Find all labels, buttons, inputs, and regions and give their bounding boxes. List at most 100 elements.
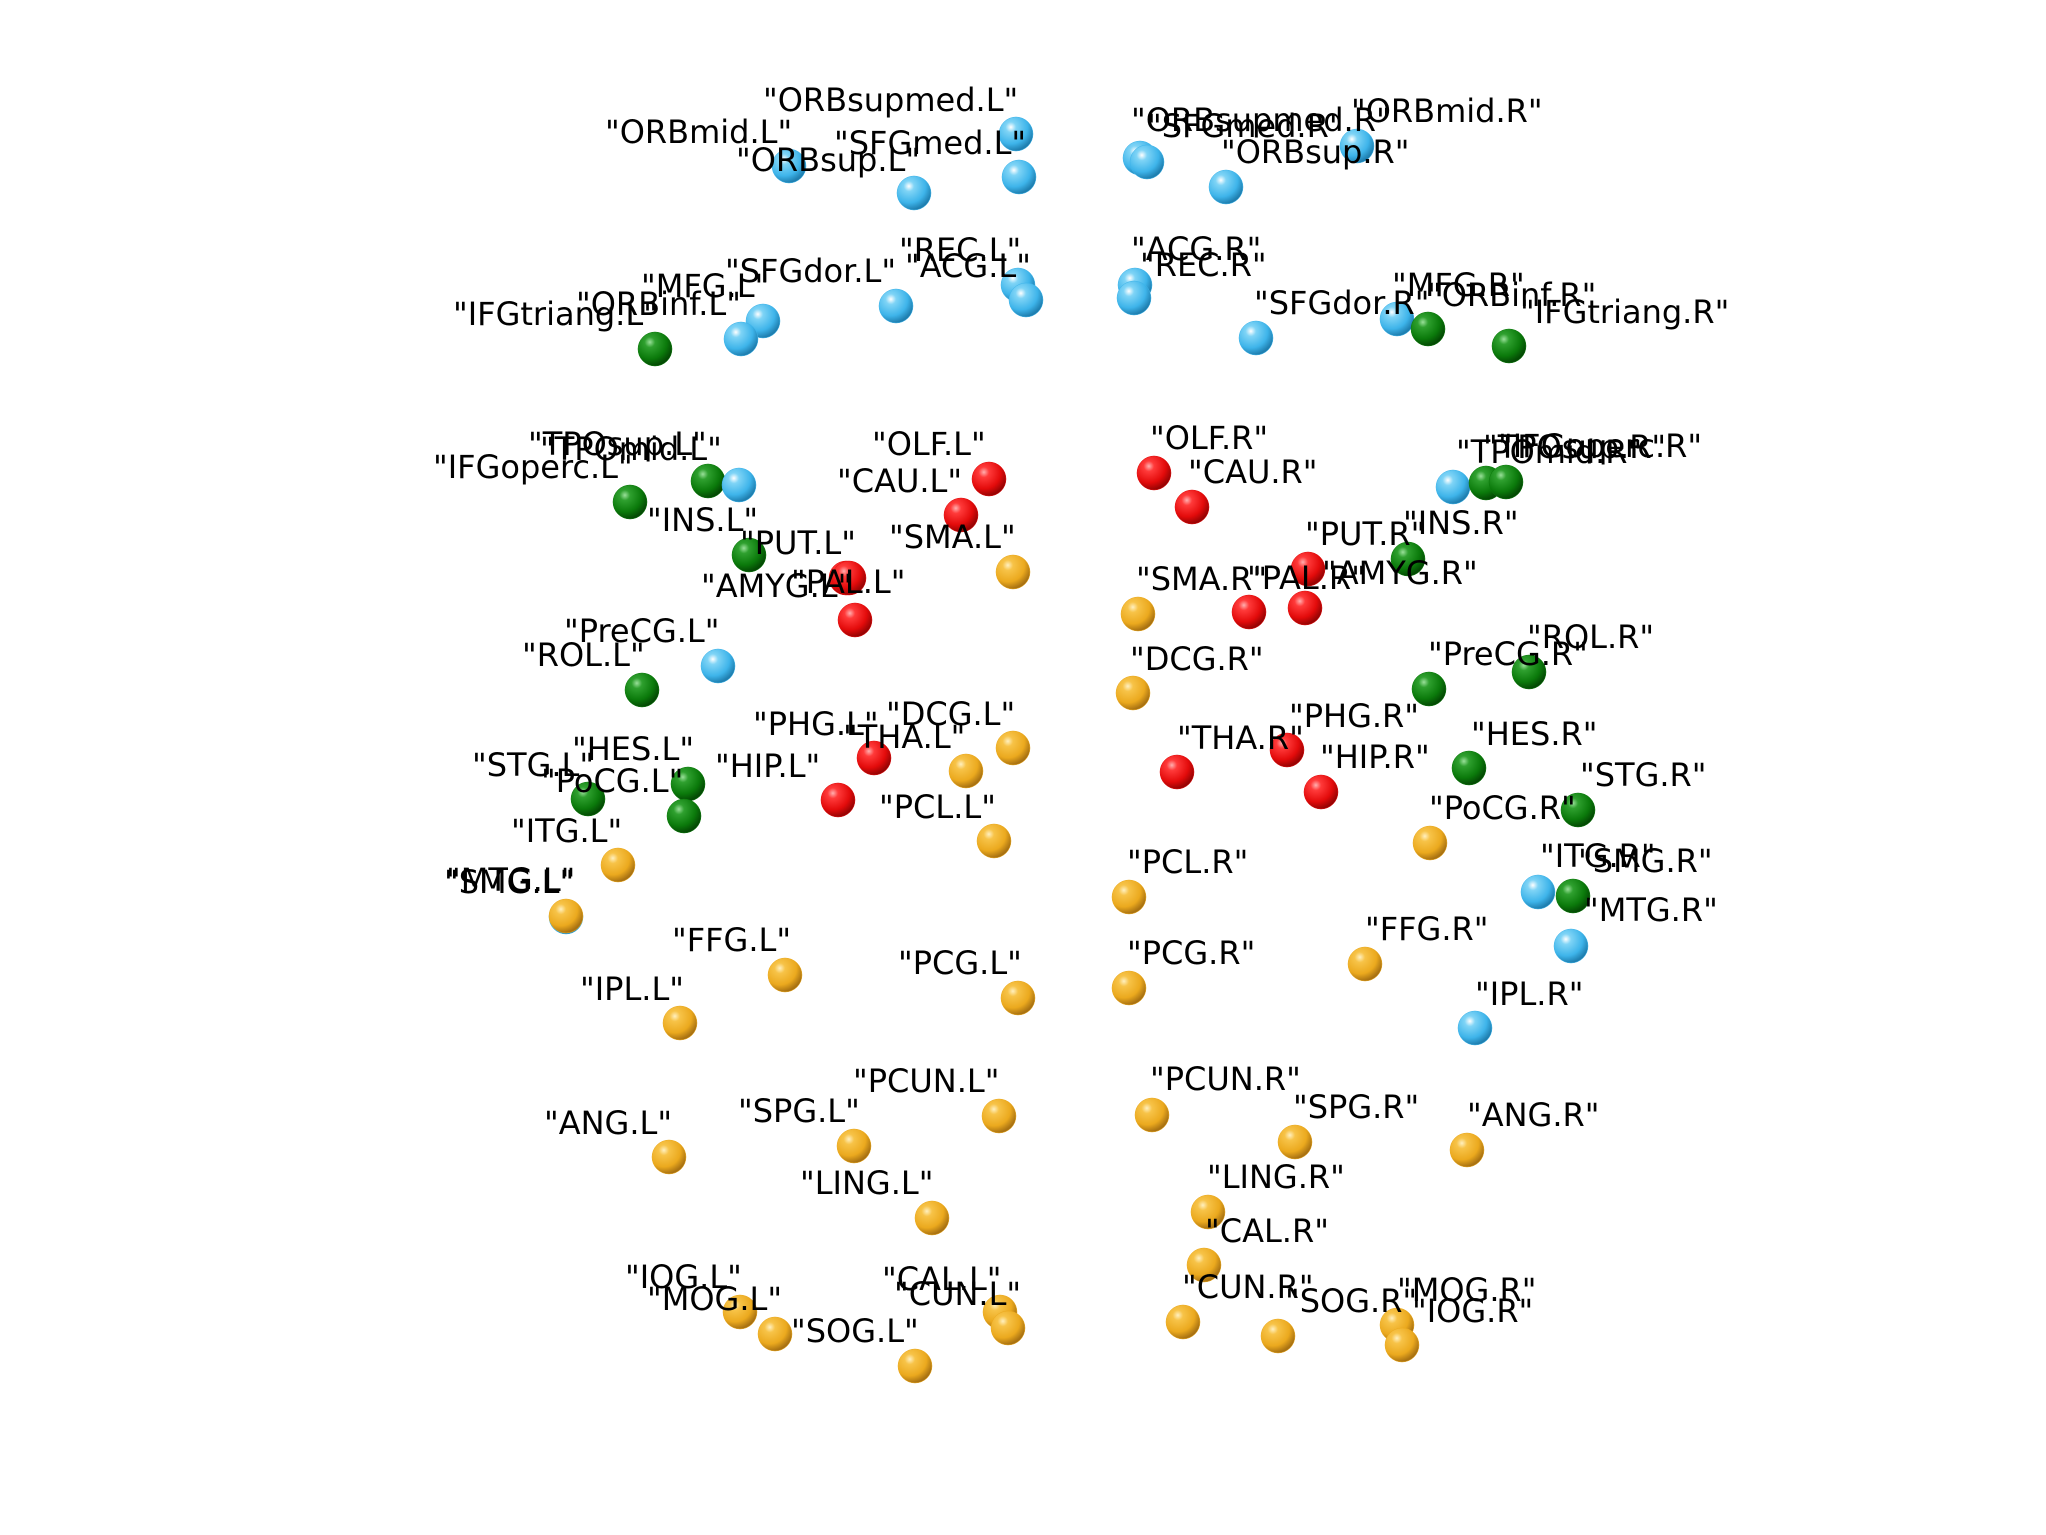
node-ball-precg-l [700,648,736,684]
node-ifgoperc-l [612,484,648,520]
node-ball-orbsupmed-l [998,116,1034,152]
node-ball-sog-l [897,1348,933,1384]
node-label-pcg-r: "PCG.R" [1127,934,1255,972]
node-mtg-r [1553,928,1589,964]
node-ball-sog-r [1260,1318,1296,1354]
node-label-mtg-r: "MTG.R" [1584,891,1718,929]
node-sfgdor-l [878,288,914,324]
node-ball-amyg-l [837,602,873,638]
node-itg-r [1520,874,1556,910]
node-label-precg-l: "PreCG.L" [564,612,719,650]
node-precg-r [1411,671,1447,707]
node-ball-pal-r [1231,594,1267,630]
node-label-orbsup-l: "ORBsup.L" [736,141,920,179]
node-ball-itg-l [600,847,636,883]
node-hes-r [1451,750,1487,786]
node-dcg-l [995,730,1031,766]
node-label-mtg-l: "MTG.L" [446,861,575,899]
node-ball-rec-r [1116,280,1152,316]
node-label-ins-r: "INS.R" [1403,504,1519,542]
node-olf-r [1136,455,1172,491]
node-amyg-l [837,602,873,638]
node-label-orbsupmed-r: "ORBsupmed.R" [1131,101,1391,139]
node-ball-amyg-r [1287,590,1323,626]
node-ball-cun-r [1165,1304,1201,1340]
node-ball-ifgoperc-r [1488,464,1524,500]
node-pcg-r [1111,970,1147,1006]
node-label-stg-l: "STG.L" [472,746,594,784]
node-label-olf-l: "OLF.L" [872,425,986,463]
node-ins-r [1390,541,1426,577]
node-pcun-r [1134,1097,1170,1133]
node-ball-cun-l [990,1310,1026,1346]
node-ball-sfgmed-l [1001,159,1037,195]
node-label-pal-l: "PAL.L" [791,563,905,601]
node-orbmid-r [1339,128,1375,164]
node-ball-pcl-l [976,823,1012,859]
node-ball-sfgmed-r [1129,144,1165,180]
node-label-acg-r: "ACG.R" [1131,230,1261,268]
node-label-dcg-r: "DCG.R" [1130,640,1264,678]
node-label-acg-l: "ACG.L" [905,247,1031,285]
node-label-cal-l: "CAL.L" [882,1260,1002,1298]
node-label-spg-l: "SPG.L" [738,1092,860,1130]
node-pcl-l [976,823,1012,859]
node-olf-l [971,461,1007,497]
node-put-r [1290,551,1326,587]
node-label-ifgoperc-l: "IFGoperc.L" [433,448,633,486]
node-ball-dcg-l [995,730,1031,766]
node-ipl-l [662,1005,698,1041]
node-ball-ang-l [651,1139,687,1175]
node-ball-phg-r [1269,732,1305,768]
node-sog-l [897,1348,933,1384]
node-label-stg-r: "STG.R" [1580,756,1707,794]
node-pcl-r [1111,879,1147,915]
node-stg-l [570,781,606,817]
node-label-ling-l: "LING.L" [800,1164,933,1202]
node-ball-orbinf-l [723,321,759,357]
node-label-ling-r: "LING.R" [1207,1158,1345,1196]
node-phg-r [1269,732,1305,768]
node-label-sfgdor-l: "SFGdor.L" [725,252,896,290]
node-label-pocg-l: "PoCG.L" [541,762,683,800]
node-ifgoperc-r [1488,464,1524,500]
node-label-ffg-l: "FFG.L" [672,921,791,959]
node-orbinf-r [1410,311,1446,347]
node-iog-l [722,1294,758,1330]
node-ball-ifgoperc-l [612,484,648,520]
node-label-cau-r: "CAU.R" [1188,453,1318,491]
node-label-pcun-r: "PCUN.R" [1150,1060,1301,1098]
node-label-spg-r: "SPG.R" [1293,1088,1419,1126]
node-ball-tha-r [1159,754,1195,790]
node-ball-stg-l [570,781,606,817]
node-ball-acg-l [1008,282,1044,318]
node-label-itg-r: "ITG.R" [1540,837,1656,875]
node-tposup-l [690,463,726,499]
node-label-iog-l: "IOG.L" [625,1258,742,1296]
node-ball-ling-r [1190,1194,1226,1230]
node-label-amyg-l: "AMYG.L" [701,567,852,605]
node-label-hes-l: "HES.L" [572,730,694,768]
node-pal-r [1231,594,1267,630]
node-label-ifgtriang-r: "IFGtriang.R" [1520,293,1729,331]
node-precg-l [700,648,736,684]
node-pocg-r [1412,825,1448,861]
node-label-rol-r: "ROL.R" [1527,618,1654,656]
node-label-mog-l: "MOG.L" [647,1280,782,1318]
node-label-tposup-r: "TPOsup.R" [1483,428,1666,466]
node-label-pcg-l: "PCG.L" [898,944,1022,982]
node-ball-hip-r [1303,774,1339,810]
node-label-sog-r: "SOG.R" [1285,1282,1417,1320]
node-orbmid-l [771,148,807,184]
node-ball-cau-r [1174,489,1210,525]
node-label-amyg-r: "AMYG.R" [1322,554,1478,592]
node-itg-l [600,847,636,883]
labels-layer: "ORBsupmed.L""ORBmid.L""SFGmed.L""ORBsup… [433,81,1729,1350]
node-ball-sfgdor-l [878,288,914,324]
node-label-mfg-l: "MFG.L" [641,267,769,305]
node-sma-r [1120,596,1156,632]
node-pal-l [831,560,867,596]
node-ball-tposup-l [690,463,726,499]
node-label-sfgdor-r: "SFGdor.R" [1254,284,1429,322]
node-label-pcun-l: "PCUN.L" [853,1062,999,1100]
